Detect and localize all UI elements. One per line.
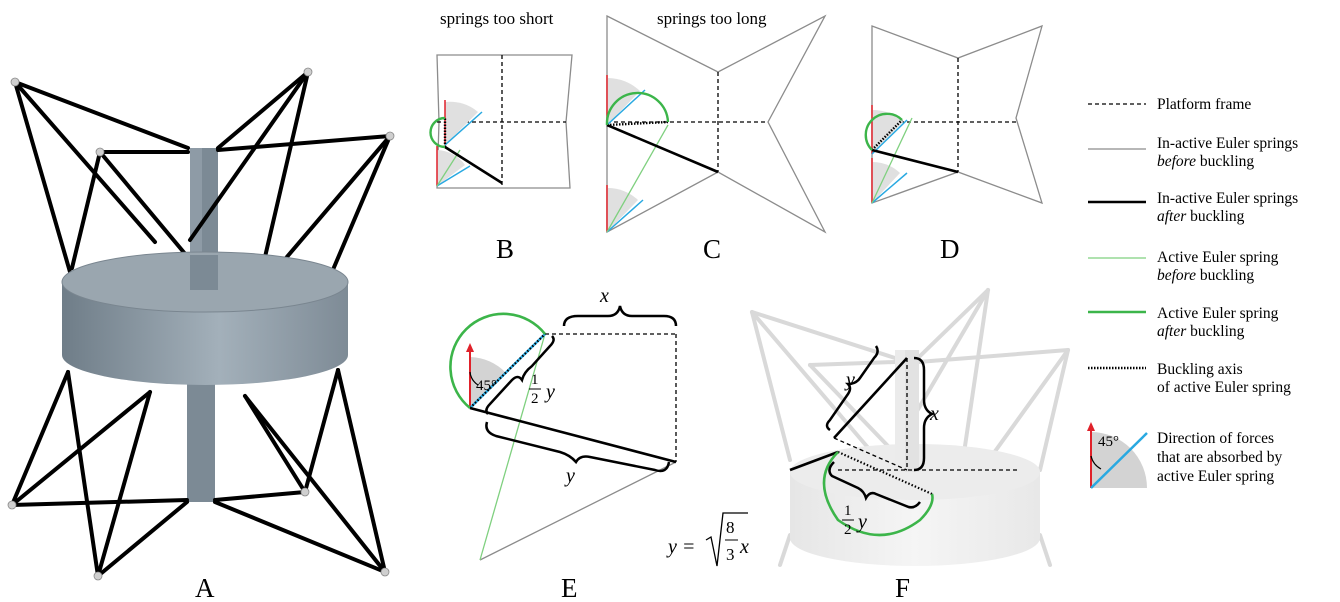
x-label-e: x bbox=[599, 285, 609, 307]
half-num-e: 1 bbox=[531, 372, 539, 388]
half-den-e: 2 bbox=[531, 391, 539, 407]
panel-a-model: A bbox=[7, 67, 395, 602]
panel-label-f: F bbox=[895, 573, 910, 602]
legend-active-before-l2: before buckling bbox=[1157, 267, 1254, 284]
panel-label-d: D bbox=[940, 234, 960, 264]
formula-lhs: y = bbox=[666, 536, 695, 558]
panel-label-b: B bbox=[496, 234, 514, 264]
panel-f: y x 1 2 y F bbox=[750, 288, 1070, 602]
legend-active-after-l1: Active Euler spring bbox=[1157, 305, 1279, 322]
x-label-f: x bbox=[929, 403, 939, 425]
lower-post bbox=[187, 380, 215, 502]
joint-caps bbox=[7, 67, 395, 581]
half-den-f: 2 bbox=[844, 522, 852, 538]
panel-label-c: C bbox=[703, 234, 721, 264]
y-label-e: y bbox=[564, 465, 575, 487]
header-springs-too-short: springs too short bbox=[440, 9, 554, 28]
header-springs-too-long: springs too long bbox=[657, 9, 767, 28]
legend-active-after-l2: after buckling bbox=[1157, 323, 1245, 340]
legend: Platform frame In-active Euler springs b… bbox=[1087, 96, 1298, 489]
legend-forces-l2: that are absorbed by bbox=[1157, 449, 1282, 466]
legend-inactive-before-l1: In-active Euler springs bbox=[1157, 135, 1298, 152]
formula-den: 3 bbox=[726, 545, 735, 564]
y-label-f: y bbox=[844, 369, 855, 391]
lower-struts bbox=[10, 368, 387, 578]
legend-buckling-axis-l2: of active Euler spring bbox=[1157, 379, 1291, 396]
legend-forces-l3: active Euler spring bbox=[1157, 468, 1274, 485]
angle-45-label: 45° bbox=[476, 378, 497, 394]
platform-disk bbox=[61, 251, 349, 385]
formula-num: 8 bbox=[726, 518, 735, 537]
panel-label-a: A bbox=[195, 573, 215, 602]
panel-b: springs too short B bbox=[429, 9, 573, 264]
panel-c: springs too long C bbox=[605, 9, 827, 264]
panel-d: D bbox=[864, 24, 1044, 264]
inactive-before-star-d bbox=[871, 24, 1044, 205]
formula-x: x bbox=[739, 536, 749, 558]
legend-inactive-after-l1: In-active Euler springs bbox=[1157, 190, 1298, 207]
legend-platform-frame: Platform frame bbox=[1157, 96, 1251, 113]
legend-inactive-after-l2: after buckling bbox=[1157, 208, 1245, 225]
y-half-label-e: y bbox=[544, 381, 555, 403]
y-half-label-f: y bbox=[856, 511, 867, 533]
panel-e: 45° x 1 2 y y y = 8 3 x E bbox=[449, 285, 749, 602]
legend-active-before-l1: Active Euler spring bbox=[1157, 249, 1279, 266]
half-num-f: 1 bbox=[844, 503, 852, 519]
legend-forces-l1: Direction of forces bbox=[1157, 430, 1274, 447]
legend-inactive-before-l2: before buckling bbox=[1157, 153, 1254, 170]
inactive-before-star bbox=[606, 14, 827, 234]
panel-label-e: E bbox=[561, 573, 578, 602]
legend-angle: 45° bbox=[1098, 434, 1119, 450]
legend-buckling-axis-l1: Buckling axis bbox=[1157, 361, 1243, 378]
